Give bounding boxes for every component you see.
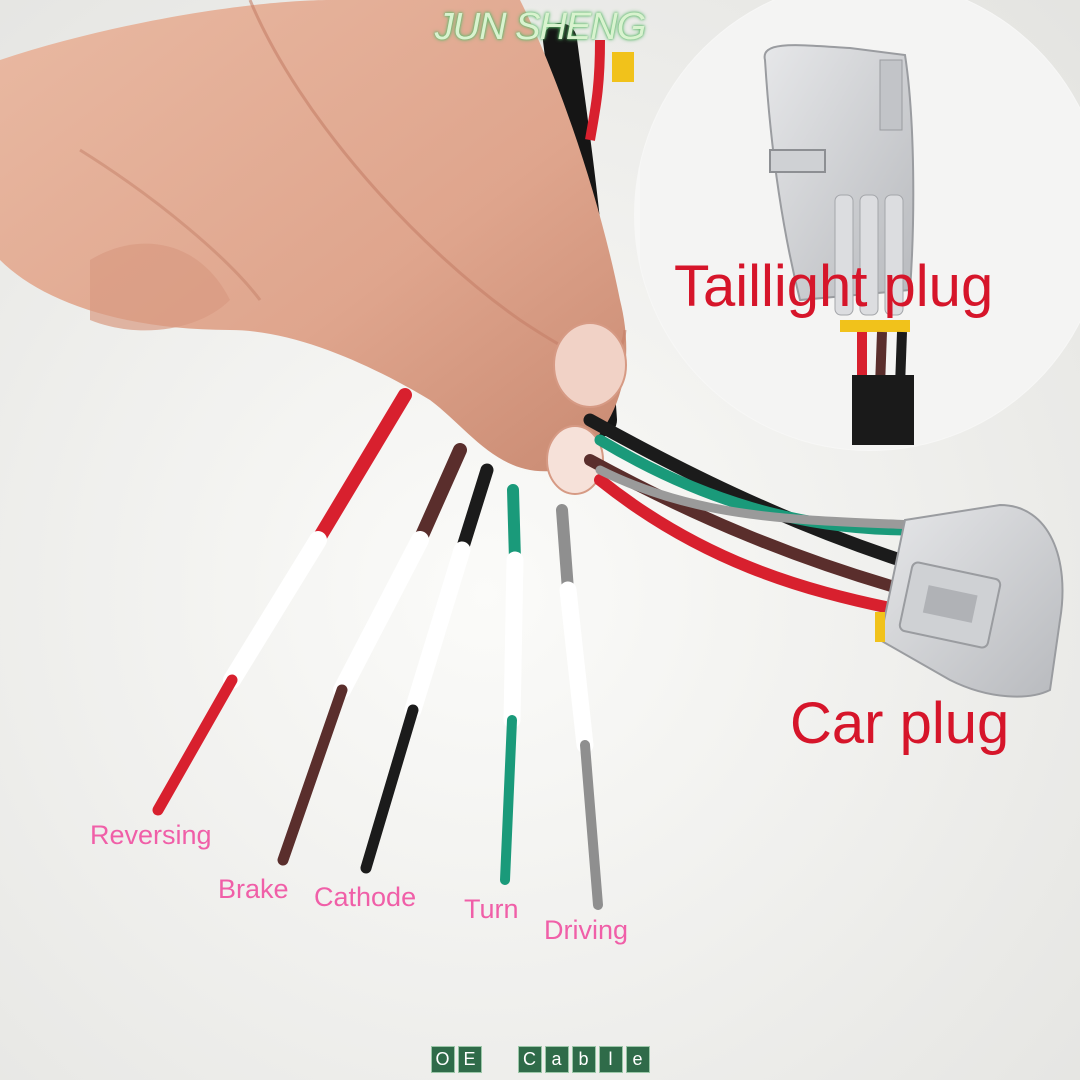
taillight-plug-label: Taillight plug xyxy=(674,254,994,319)
brand-watermark: JUN SHENG xyxy=(434,6,647,48)
footer-letter: C xyxy=(517,1046,542,1073)
harness-to-car-plug xyxy=(583,413,920,616)
fingernail xyxy=(546,425,604,495)
wire-label-cathode: Cathode xyxy=(314,882,417,912)
footer-banner: O E C a b l e xyxy=(0,1046,1080,1076)
wire-label-turn: Turn xyxy=(464,894,519,924)
wire-turn xyxy=(500,484,524,885)
footer-letter: a xyxy=(544,1046,569,1073)
wire-reversing xyxy=(152,388,412,816)
car-plug-connector xyxy=(875,503,1064,698)
footer-letter: e xyxy=(625,1046,650,1073)
wire-label-reversing: Reversing xyxy=(90,820,212,850)
wire-driving xyxy=(556,504,603,910)
car-plug-label: Car plug xyxy=(790,691,1010,756)
hand xyxy=(0,0,627,495)
footer-letter: E xyxy=(457,1046,482,1073)
footer-letter: O xyxy=(430,1046,455,1073)
wire-label-driving: Driving xyxy=(544,915,629,945)
footer-letter: b xyxy=(571,1046,596,1073)
wire-brake xyxy=(277,443,467,866)
thumbnail xyxy=(553,322,627,408)
wire-label-brake: Brake xyxy=(218,874,289,904)
footer-letter: l xyxy=(598,1046,623,1073)
wire-cathode xyxy=(360,463,494,874)
taillight-plug-inset xyxy=(634,0,1080,451)
loose-wires xyxy=(152,388,603,910)
footer-spacer xyxy=(485,1046,515,1076)
